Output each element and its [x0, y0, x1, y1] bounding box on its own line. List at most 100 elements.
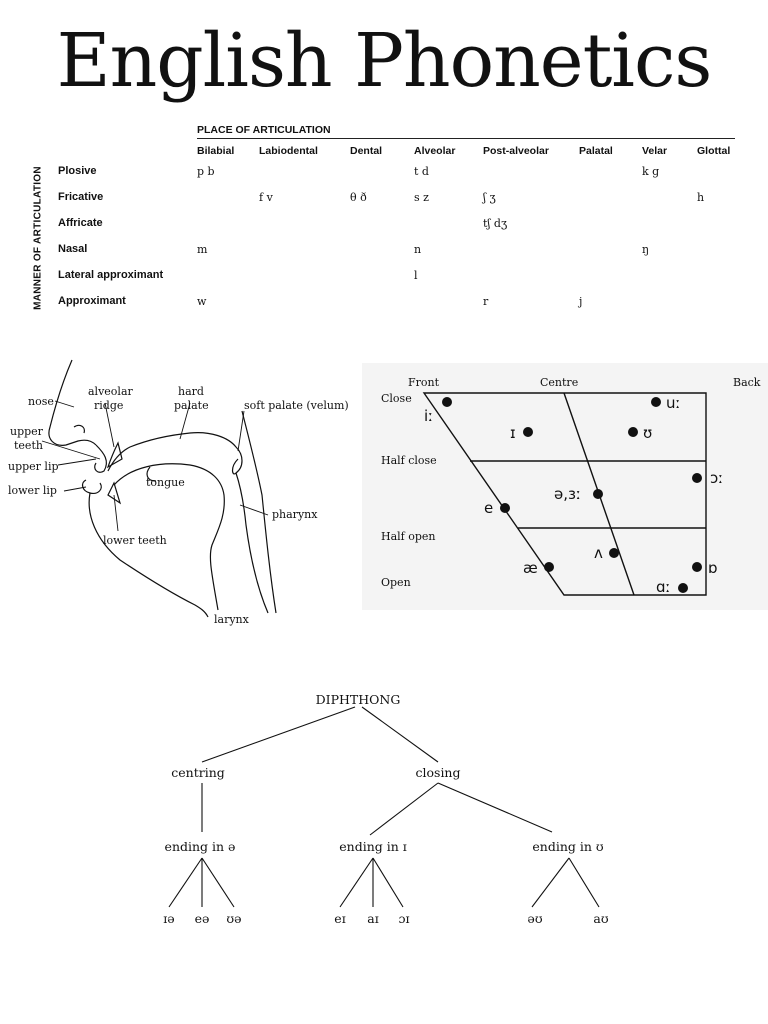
vowel-chart: Front Centre Back Close Half close Half … — [362, 363, 768, 610]
column-header: Post-alveolar — [483, 145, 549, 157]
vowel-symbol: ɪ — [510, 424, 516, 442]
phoneme-cell: ŋ — [642, 243, 650, 256]
vowel-dot — [692, 473, 702, 483]
hard-palate-label: hard — [178, 385, 204, 398]
vowel-dot — [593, 489, 603, 499]
ending-node: ending in ɪ — [339, 839, 407, 854]
diphthong-tree: DIPHTHONG centring closing ending in ə e… — [150, 680, 620, 930]
heading-rule — [197, 138, 735, 139]
vowel-symbol: ɑː — [656, 578, 671, 596]
ending-node: ending in ə — [165, 839, 236, 854]
upper-teeth-label: upper — [10, 425, 44, 438]
vowel-symbol: ʌ — [594, 544, 603, 562]
vowel-symbol: e — [484, 499, 493, 517]
vowel-dot — [523, 427, 533, 437]
diphthong-leaf: eɪ — [334, 911, 345, 926]
phoneme-cell: l — [414, 269, 418, 282]
head-outline — [48, 359, 277, 618]
phoneme-cell: j — [579, 295, 583, 308]
centring-node: centring — [171, 765, 225, 780]
phoneme-cell: t d — [414, 165, 429, 178]
vowel-symbol: ɔː — [710, 469, 723, 487]
phoneme-cell: r — [483, 295, 489, 308]
half-open-label: Half open — [381, 530, 436, 543]
vowel-symbol: ə,ɜː — [554, 485, 581, 503]
diphthong-tree-drawing: DIPHTHONG centring closing ending in ə e… — [163, 692, 609, 926]
manner-label: Fricative — [58, 191, 104, 203]
vowel-symbol: ʊ — [643, 424, 652, 442]
vowel-dot — [628, 427, 638, 437]
vowel-dot — [692, 562, 702, 572]
vowel-dot — [678, 583, 688, 593]
ending-node: ending in ʊ — [532, 839, 603, 854]
column-header: Palatal — [579, 145, 613, 157]
manner-label: Nasal — [58, 243, 88, 255]
upper-lip-label: upper lip — [8, 460, 59, 473]
phoneme-cell: w — [197, 295, 207, 308]
diphthong-root: DIPHTHONG — [316, 692, 401, 707]
nose-label: nose — [28, 395, 54, 408]
place-heading: PLACE OF ARTICULATION — [197, 124, 331, 136]
column-header: Bilabial — [197, 145, 235, 157]
lower-teeth-label: lower teeth — [103, 534, 167, 547]
vowel-dot — [442, 397, 452, 407]
diphthong-leaf: eə — [195, 911, 210, 926]
phoneme-cell: k g — [642, 165, 660, 178]
manner-heading: MANNER OF ARTICULATION — [32, 166, 44, 310]
centre-label: Centre — [540, 376, 578, 389]
upper-teeth-label: teeth — [14, 439, 43, 452]
phoneme-cell: ʃ ʒ — [483, 191, 496, 204]
half-close-label: Half close — [381, 454, 437, 467]
closing-node: closing — [416, 765, 461, 780]
close-label: Close — [381, 392, 412, 405]
phoneme-cell: n — [414, 243, 422, 256]
column-header: Alveolar — [414, 145, 456, 157]
manner-label: Plosive — [58, 165, 97, 177]
phoneme-cell: p b — [197, 165, 215, 178]
diphthong-leaf: ɔɪ — [399, 911, 410, 926]
diphthong-leaf: aʊ — [593, 911, 608, 926]
manner-label: Affricate — [58, 217, 103, 229]
manner-label: Approximant — [58, 295, 126, 307]
front-label: Front — [408, 376, 440, 389]
diphthong-leaf: əʊ — [527, 911, 542, 926]
vowel-symbol: æ — [523, 559, 538, 577]
lower-lip-label: lower lip — [8, 484, 57, 497]
vowel-dot — [544, 562, 554, 572]
manner-axis: MANNER OF ARTICULATION — [30, 163, 46, 313]
phoneme-cell: θ ð — [350, 191, 367, 204]
consonant-chart: MANNER OF ARTICULATION PLACE OF ARTICULA… — [30, 118, 740, 313]
label-leaders — [41, 400, 269, 532]
phoneme-cell: tʃ dʒ — [483, 217, 508, 230]
column-header: Velar — [642, 145, 668, 157]
tree-branches — [168, 706, 600, 908]
soft-palate-label: soft palate (velum) — [244, 399, 349, 412]
diphthong-leaf: aɪ — [367, 911, 378, 926]
vowel-dot — [609, 548, 619, 558]
column-header: Dental — [350, 145, 383, 157]
alveolar-ridge-label: ridge — [94, 399, 123, 412]
phoneme-cell: m — [197, 243, 208, 256]
phoneme-cell: h — [697, 191, 705, 204]
hard-palate-label: palate — [174, 399, 209, 412]
tongue-label: tongue — [146, 476, 185, 489]
vowel-symbol: uː — [666, 394, 681, 412]
vocal-tract-diagram: nose alveolar ridge hard palate soft pal… — [0, 355, 352, 635]
vocal-tract-drawing: nose alveolar ridge hard palate soft pal… — [8, 359, 349, 626]
diphthong-leaf: ɪə — [163, 911, 174, 926]
vowel-symbol: ɒ — [708, 559, 718, 577]
diphthong-leaf: ʊə — [226, 911, 241, 926]
back-label: Back — [733, 376, 761, 389]
phoneme-cell: f v — [259, 191, 273, 204]
vowel-dots — [442, 397, 702, 593]
vowel-quadrilateral: Front Centre Back Close Half close Half … — [381, 376, 761, 596]
phoneme-cell: s z — [414, 191, 429, 204]
vowel-dot — [500, 503, 510, 513]
pharynx-label: pharynx — [272, 508, 318, 521]
alveolar-ridge-label: alveolar — [88, 385, 133, 398]
page-title: English Phonetics — [56, 18, 713, 104]
larynx-label: larynx — [214, 613, 250, 626]
column-header: Glottal — [697, 145, 731, 157]
vowel-symbol: iː — [424, 407, 433, 425]
vowel-dot — [651, 397, 661, 407]
